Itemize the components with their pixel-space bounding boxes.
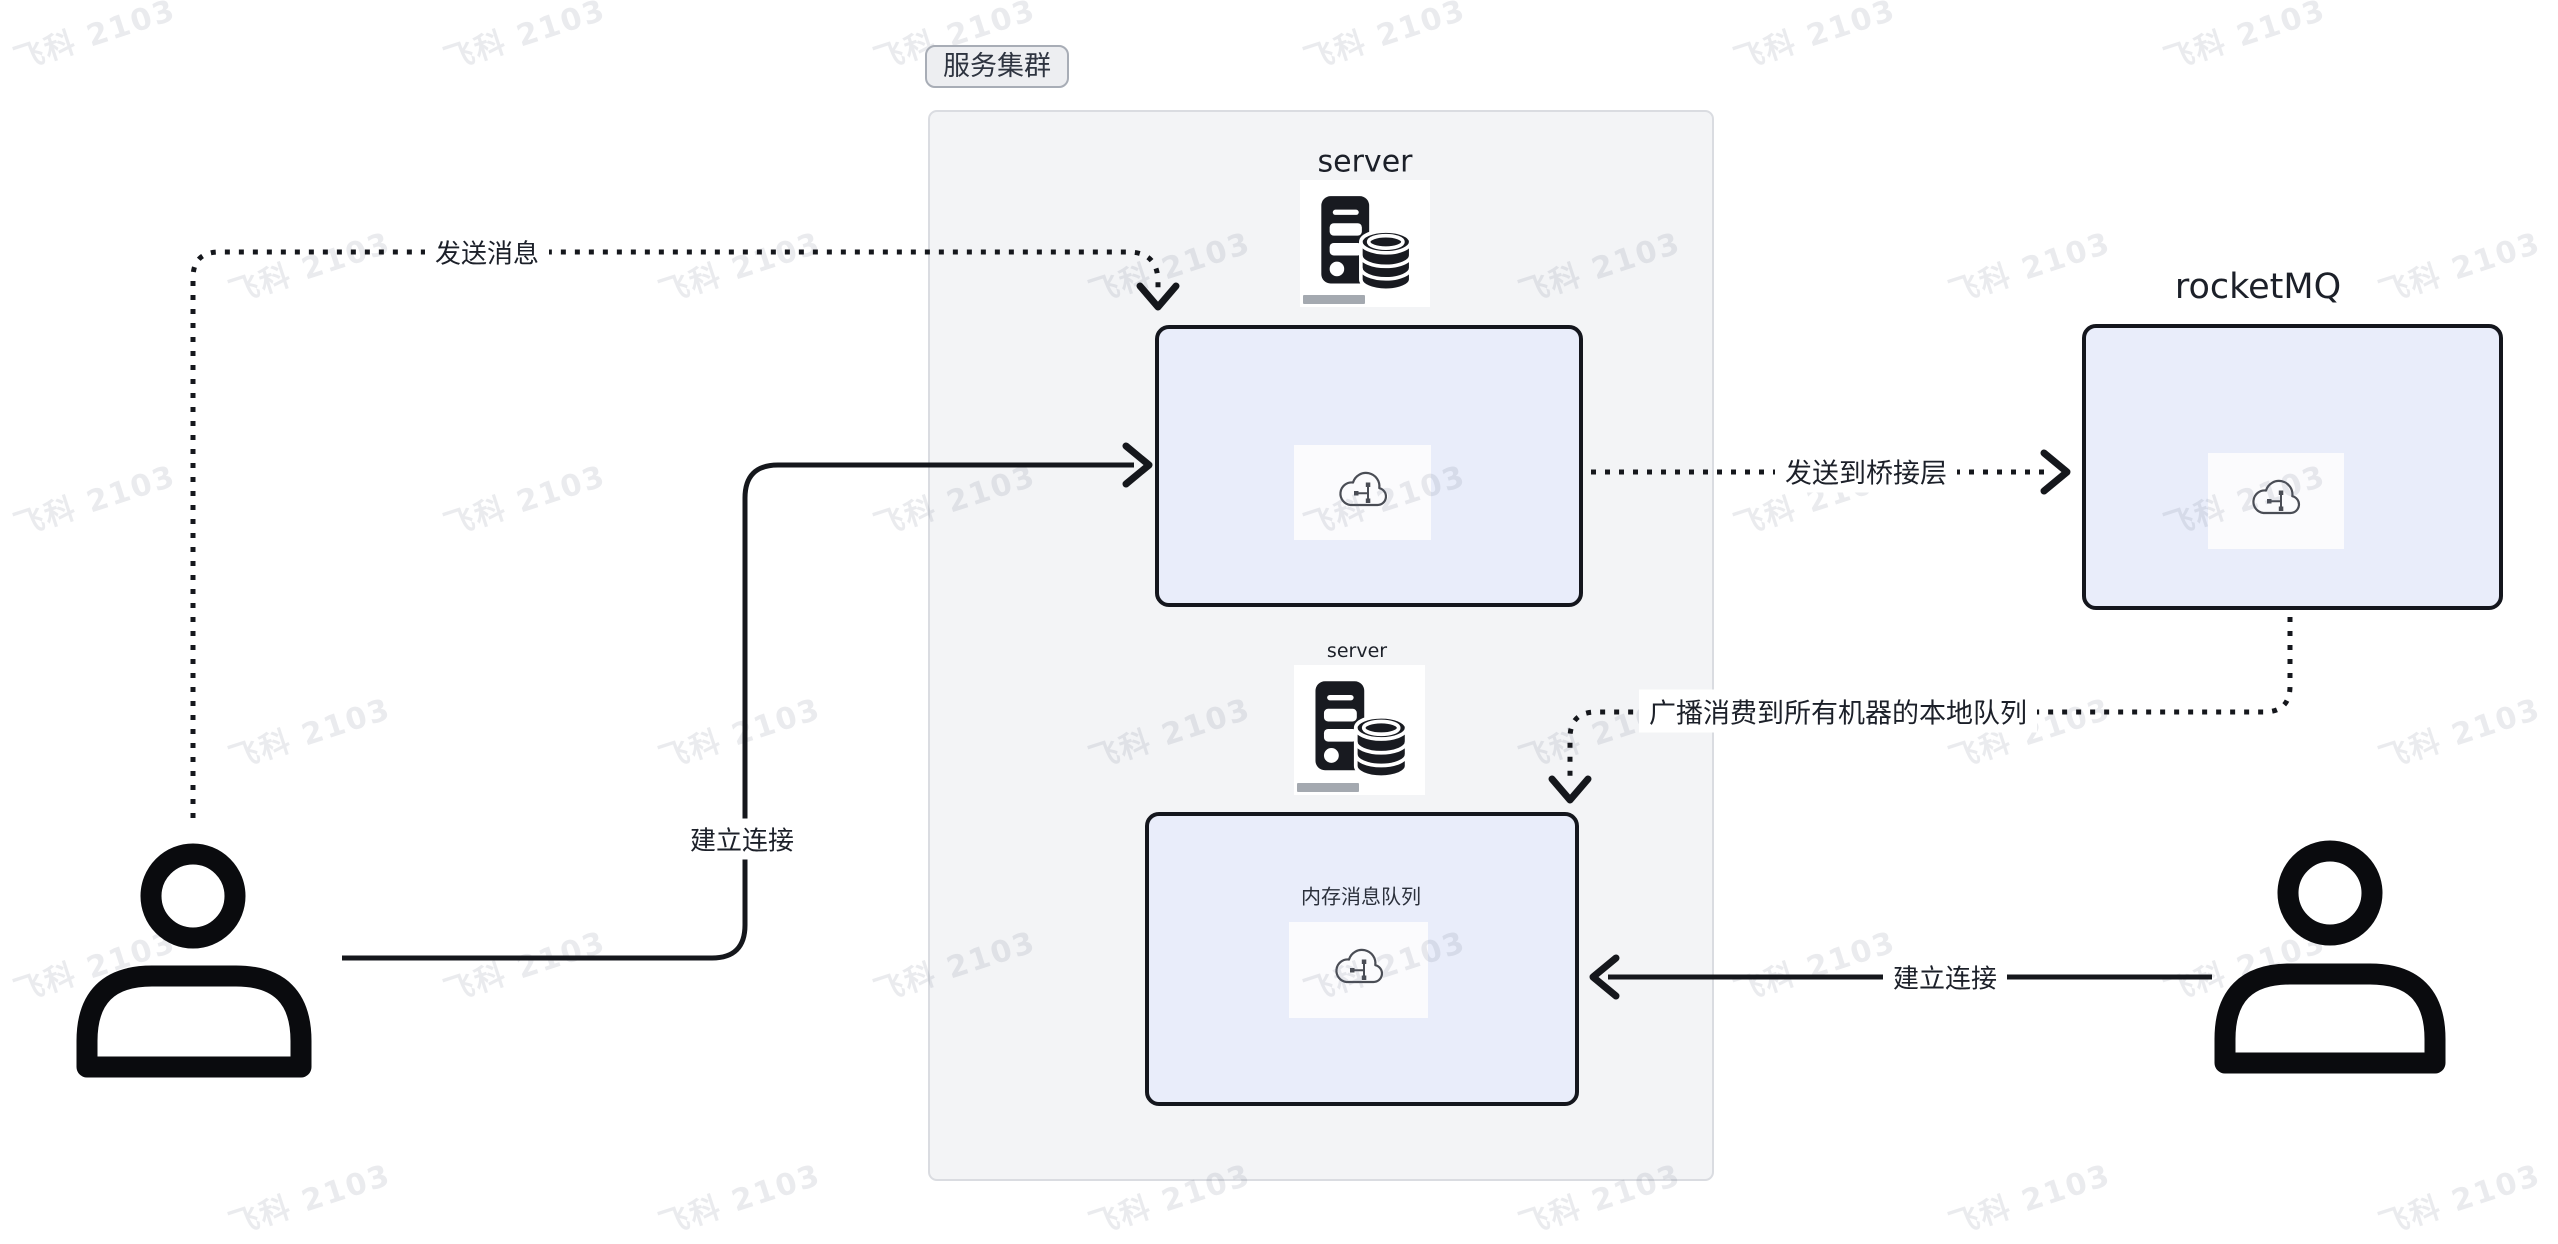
watermark-text: 飞科 2103	[2374, 691, 2546, 777]
cloud-network-icon	[1331, 469, 1395, 517]
watermark-text: 飞科 2103	[439, 0, 611, 78]
watermark-text: 飞科 2103	[654, 691, 826, 777]
user-right-icon	[2214, 840, 2446, 1074]
watermark-text: 飞科 2103	[2159, 924, 2331, 1010]
rocketmq-cloud-card	[2208, 453, 2344, 549]
watermark-text: 飞科 2103	[1729, 0, 1901, 78]
server-bottom-label: server	[1326, 640, 1388, 662]
watermark-text: 飞科 2103	[1299, 0, 1471, 78]
memory-queue-cloud-card	[1289, 922, 1428, 1018]
server-database-icon	[1294, 665, 1425, 795]
edge-label-broadcast-consume: 广播消费到所有机器的本地队列	[1639, 689, 2037, 733]
server-database-icon	[1300, 180, 1430, 307]
watermark-text: 飞科 2103	[2159, 0, 2331, 78]
server-top-label: server	[1317, 144, 1413, 180]
cloud-network-icon	[1327, 946, 1391, 994]
arrowhead-right-icon	[2040, 449, 2071, 495]
server-top-cloud-card	[1294, 445, 1431, 540]
edge-label-send-message: 发送消息	[424, 231, 550, 273]
edge-label-establish-connection-right: 建立连接	[1882, 956, 2008, 998]
watermark-text: 飞科 2103	[2374, 1157, 2546, 1243]
cluster-badge: 服务集群	[925, 45, 1069, 88]
watermark-text: 飞科 2103	[1944, 225, 2116, 311]
watermark-text: 飞科 2103	[654, 225, 826, 311]
watermark-text: 飞科 2103	[1944, 1157, 2116, 1243]
memory-queue-label: 内存消息队列	[1301, 884, 1421, 909]
edge-label-send-to-bridge: 发送到桥接层	[1775, 449, 1957, 493]
rocketmq-title: rocketMQ	[2174, 267, 2342, 307]
watermark-text: 飞科 2103	[439, 924, 611, 1010]
icon-watermark-bar	[1297, 783, 1359, 792]
watermark-text: 飞科 2103	[9, 924, 181, 1010]
cloud-network-icon	[2244, 477, 2308, 525]
user-left-icon	[76, 843, 312, 1078]
watermark-text: 飞科 2103	[439, 458, 611, 544]
watermark-text: 飞科 2103	[224, 691, 396, 777]
watermark-text: 飞科 2103	[9, 0, 181, 78]
watermark-text: 飞科 2103	[2374, 225, 2546, 311]
watermark-text: 飞科 2103	[9, 458, 181, 544]
watermark-text: 飞科 2103	[224, 225, 396, 311]
watermark-text: 飞科 2103	[654, 1157, 826, 1243]
edge-label-establish-connection-left: 建立连接	[679, 818, 805, 860]
watermark-text: 飞科 2103	[1729, 924, 1901, 1010]
icon-watermark-bar	[1303, 295, 1365, 304]
watermark-text: 飞科 2103	[224, 1157, 396, 1243]
